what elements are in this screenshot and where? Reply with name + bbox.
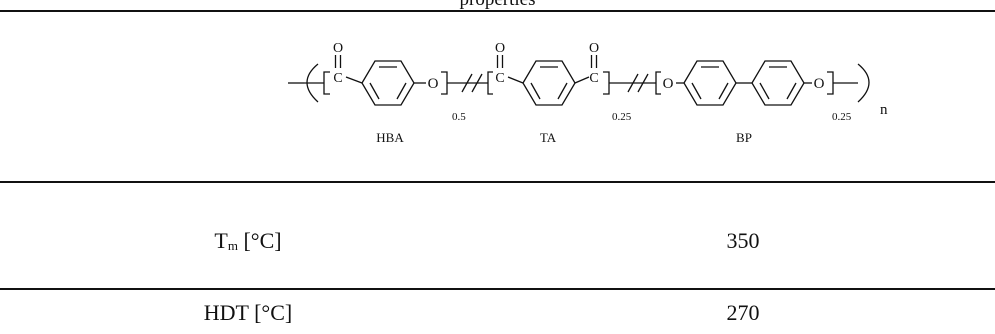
bp-benzene-ring-2	[751, 60, 805, 106]
hba-carbonyl-o: O	[333, 41, 343, 56]
row-2-property-symbol: HDT	[203, 300, 249, 325]
hba-carbon: C	[333, 71, 342, 86]
structure-bottom-rule	[0, 181, 995, 183]
bp-bracket-right	[827, 71, 834, 95]
repeat-subscript: n	[880, 102, 888, 118]
header-fragment: properties	[0, 0, 995, 10]
row-1-property-symbol: T	[214, 228, 228, 253]
ta-carbonyl-o-1: O	[495, 41, 505, 56]
row-1-property-subscript: m	[227, 238, 238, 253]
bp-oxygen-2: O	[814, 76, 825, 92]
table-top-rule	[0, 10, 995, 12]
bp-benzene-ring-1	[683, 60, 737, 106]
ta-subscript: 0.25	[612, 111, 632, 123]
bp-bracket-left	[655, 71, 661, 95]
polymer-structure: O C O 0.5 HBA O C O C 0.25 TA O	[288, 41, 888, 145]
hba-benzene-ring	[361, 60, 415, 106]
bp-oxygen-1: O	[663, 76, 674, 92]
ta-carbon-1: C	[495, 71, 504, 86]
row-divider	[0, 288, 995, 290]
ta-carbonyl-o-2: O	[589, 41, 599, 56]
outer-paren-right	[857, 63, 870, 103]
ta-carbon-2: C	[589, 71, 598, 86]
row-1-unit: [°C]	[237, 228, 282, 253]
hba-oxygen: O	[428, 76, 439, 92]
row-1-value: 350	[726, 228, 760, 253]
ta-label: TA	[540, 130, 557, 145]
ta-bracket-left	[487, 71, 493, 95]
row-2-value: 270	[726, 300, 760, 325]
row-2-unit: [°C]	[248, 300, 293, 325]
hba-bracket-right	[441, 71, 448, 95]
row-1-property: Tm [°C]	[214, 228, 281, 257]
hba-subscript: 0.5	[452, 111, 466, 123]
ta-bracket-right	[603, 71, 610, 95]
hba-label: HBA	[376, 130, 404, 145]
bp-label: BP	[736, 130, 752, 145]
hba-bracket-left	[323, 71, 330, 95]
ta-benzene-ring	[522, 60, 576, 106]
row-2-property: HDT [°C]	[204, 300, 292, 326]
bp-subscript: 0.25	[832, 111, 852, 123]
